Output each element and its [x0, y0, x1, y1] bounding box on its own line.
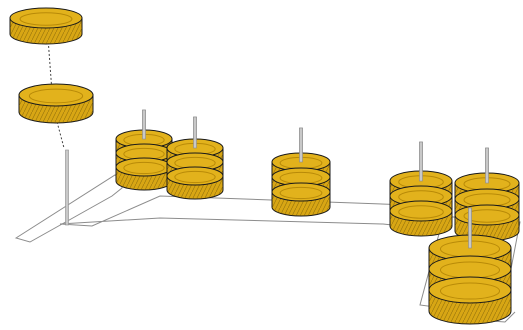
post-top [485, 147, 489, 184]
stack-6 [428, 207, 512, 325]
tire [115, 157, 173, 191]
lone-post [65, 149, 69, 226]
guide-line [47, 37, 53, 93]
stack-3 [271, 127, 331, 217]
post-top [419, 141, 423, 182]
hovering-tire [9, 7, 83, 45]
hovering-tire [18, 83, 94, 124]
tire [389, 200, 453, 237]
post-top [299, 127, 303, 163]
post-top [142, 109, 146, 140]
tire [271, 182, 331, 217]
tire [166, 166, 224, 200]
stacks-layer [65, 109, 520, 325]
stack-4 [389, 141, 453, 237]
post-top [193, 116, 197, 149]
stack-1 [115, 109, 173, 191]
hovering-tires [9, 7, 94, 149]
stack-2 [166, 116, 224, 200]
stack-5 [454, 147, 520, 242]
post-top [468, 207, 472, 249]
tire [428, 276, 512, 325]
